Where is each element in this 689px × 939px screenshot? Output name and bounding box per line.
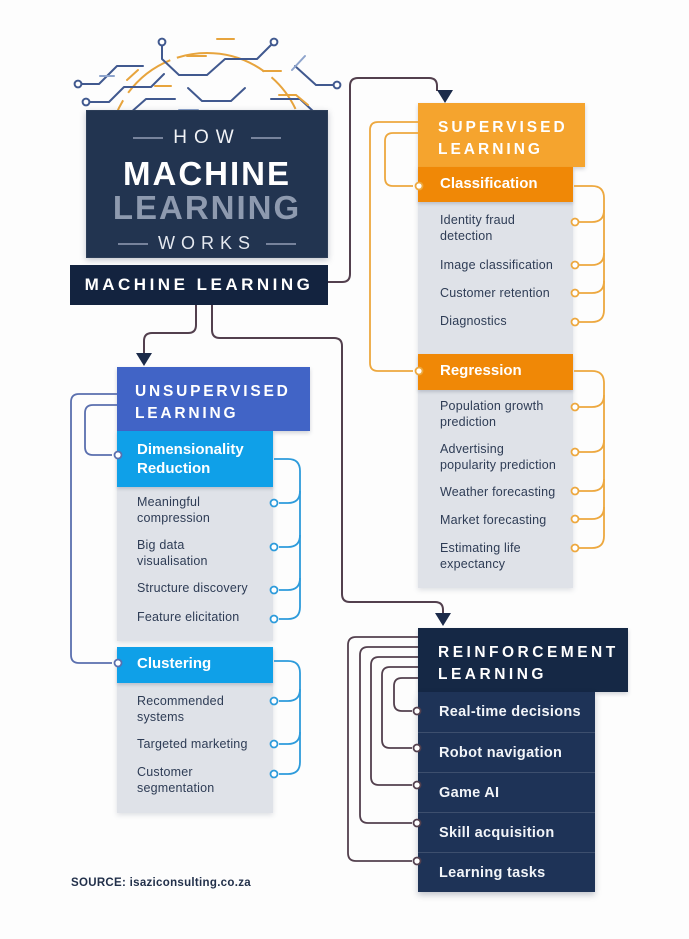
list-item: Customer retention [440, 286, 550, 300]
circuit-brain-icon [73, 37, 342, 116]
list-item: Diagnostics [440, 314, 507, 328]
list-item: Feature elicitation [137, 610, 240, 624]
unsupervised-right-links [274, 458, 301, 775]
list-item: Targeted marketing [137, 737, 248, 751]
list-item: Advertising popularity prediction [440, 442, 557, 472]
unsupervised-title: UNSUPERVISED LEARNING [135, 383, 291, 422]
list-item: Real-time decisions [439, 704, 581, 720]
regression-label: Regression [440, 362, 522, 379]
list-item: Customer segmentation [137, 765, 215, 795]
list-item: Market forecasting [440, 513, 547, 527]
list-item: Weather forecasting [440, 485, 556, 499]
dimensionality-reduction-band: Dimensionality Reduction [117, 431, 273, 487]
arrowhead-icon [435, 613, 451, 626]
reinforcement-list-panel: Real-time decisions Robot navigation Gam… [418, 692, 595, 892]
supervised-right-links [574, 185, 605, 549]
list-item: Population growth prediction [440, 399, 544, 429]
source-credit: SOURCE: isaziconsulting.co.za [71, 877, 251, 889]
root-node-machine-learning: MACHINE LEARNING [70, 265, 328, 305]
root-label: MACHINE LEARNING [84, 275, 314, 294]
supervised-title: SUPERVISED LEARNING [438, 119, 568, 158]
regression-band: Regression [418, 354, 573, 390]
list-item: Big data visualisation [137, 538, 208, 568]
list-item: Estimating life expectancy [440, 541, 521, 571]
list-item: Image classification [440, 258, 554, 272]
list-item: Identity fraud detection [440, 213, 516, 243]
dash-right [250, 137, 281, 139]
unsupervised-left-links [70, 393, 117, 664]
list-item: Meaningful compression [137, 495, 211, 525]
list-item: Learning tasks [418, 852, 595, 892]
classification-label: Classification [440, 175, 538, 192]
edge-root-to-unsupervised [143, 305, 197, 354]
clustering-band: Clustering [117, 647, 273, 683]
title-works-row: WORKS [86, 233, 328, 254]
title-learning: LEARNING [112, 189, 302, 226]
clustering-label: Clustering [137, 655, 212, 672]
supervised-left-links [369, 121, 418, 372]
title-card: HOW MACHINE LEARNING WORKS [86, 110, 328, 258]
list-item: Robot navigation [418, 732, 595, 772]
title-bottom: WORKS [157, 233, 256, 253]
unsupervised-header: UNSUPERVISED LEARNING [117, 367, 310, 431]
reinforcement-left-links [347, 636, 418, 862]
arrowhead-icon [437, 90, 453, 103]
dash-right [266, 242, 296, 245]
reinforcement-title: REINFORCEMENT LEARNING [438, 644, 619, 683]
list-item: Recommended systems [137, 694, 224, 724]
reinforcement-header: REINFORCEMENT LEARNING [418, 628, 628, 692]
dash-left [133, 137, 164, 139]
title-how-row: HOW [86, 127, 328, 149]
dimensionality-label: Dimensionality Reduction [137, 441, 244, 477]
list-item: Game AI [418, 772, 595, 812]
title-machine: MACHINE [123, 155, 291, 192]
arrowhead-icon [136, 353, 152, 366]
classification-band: Classification [418, 167, 573, 202]
supervised-header: SUPERVISED LEARNING [418, 103, 585, 167]
title-top: HOW [173, 127, 241, 148]
list-item: Skill acquisition [418, 812, 595, 852]
dash-left [117, 242, 148, 245]
list-item: Structure discovery [137, 581, 248, 595]
